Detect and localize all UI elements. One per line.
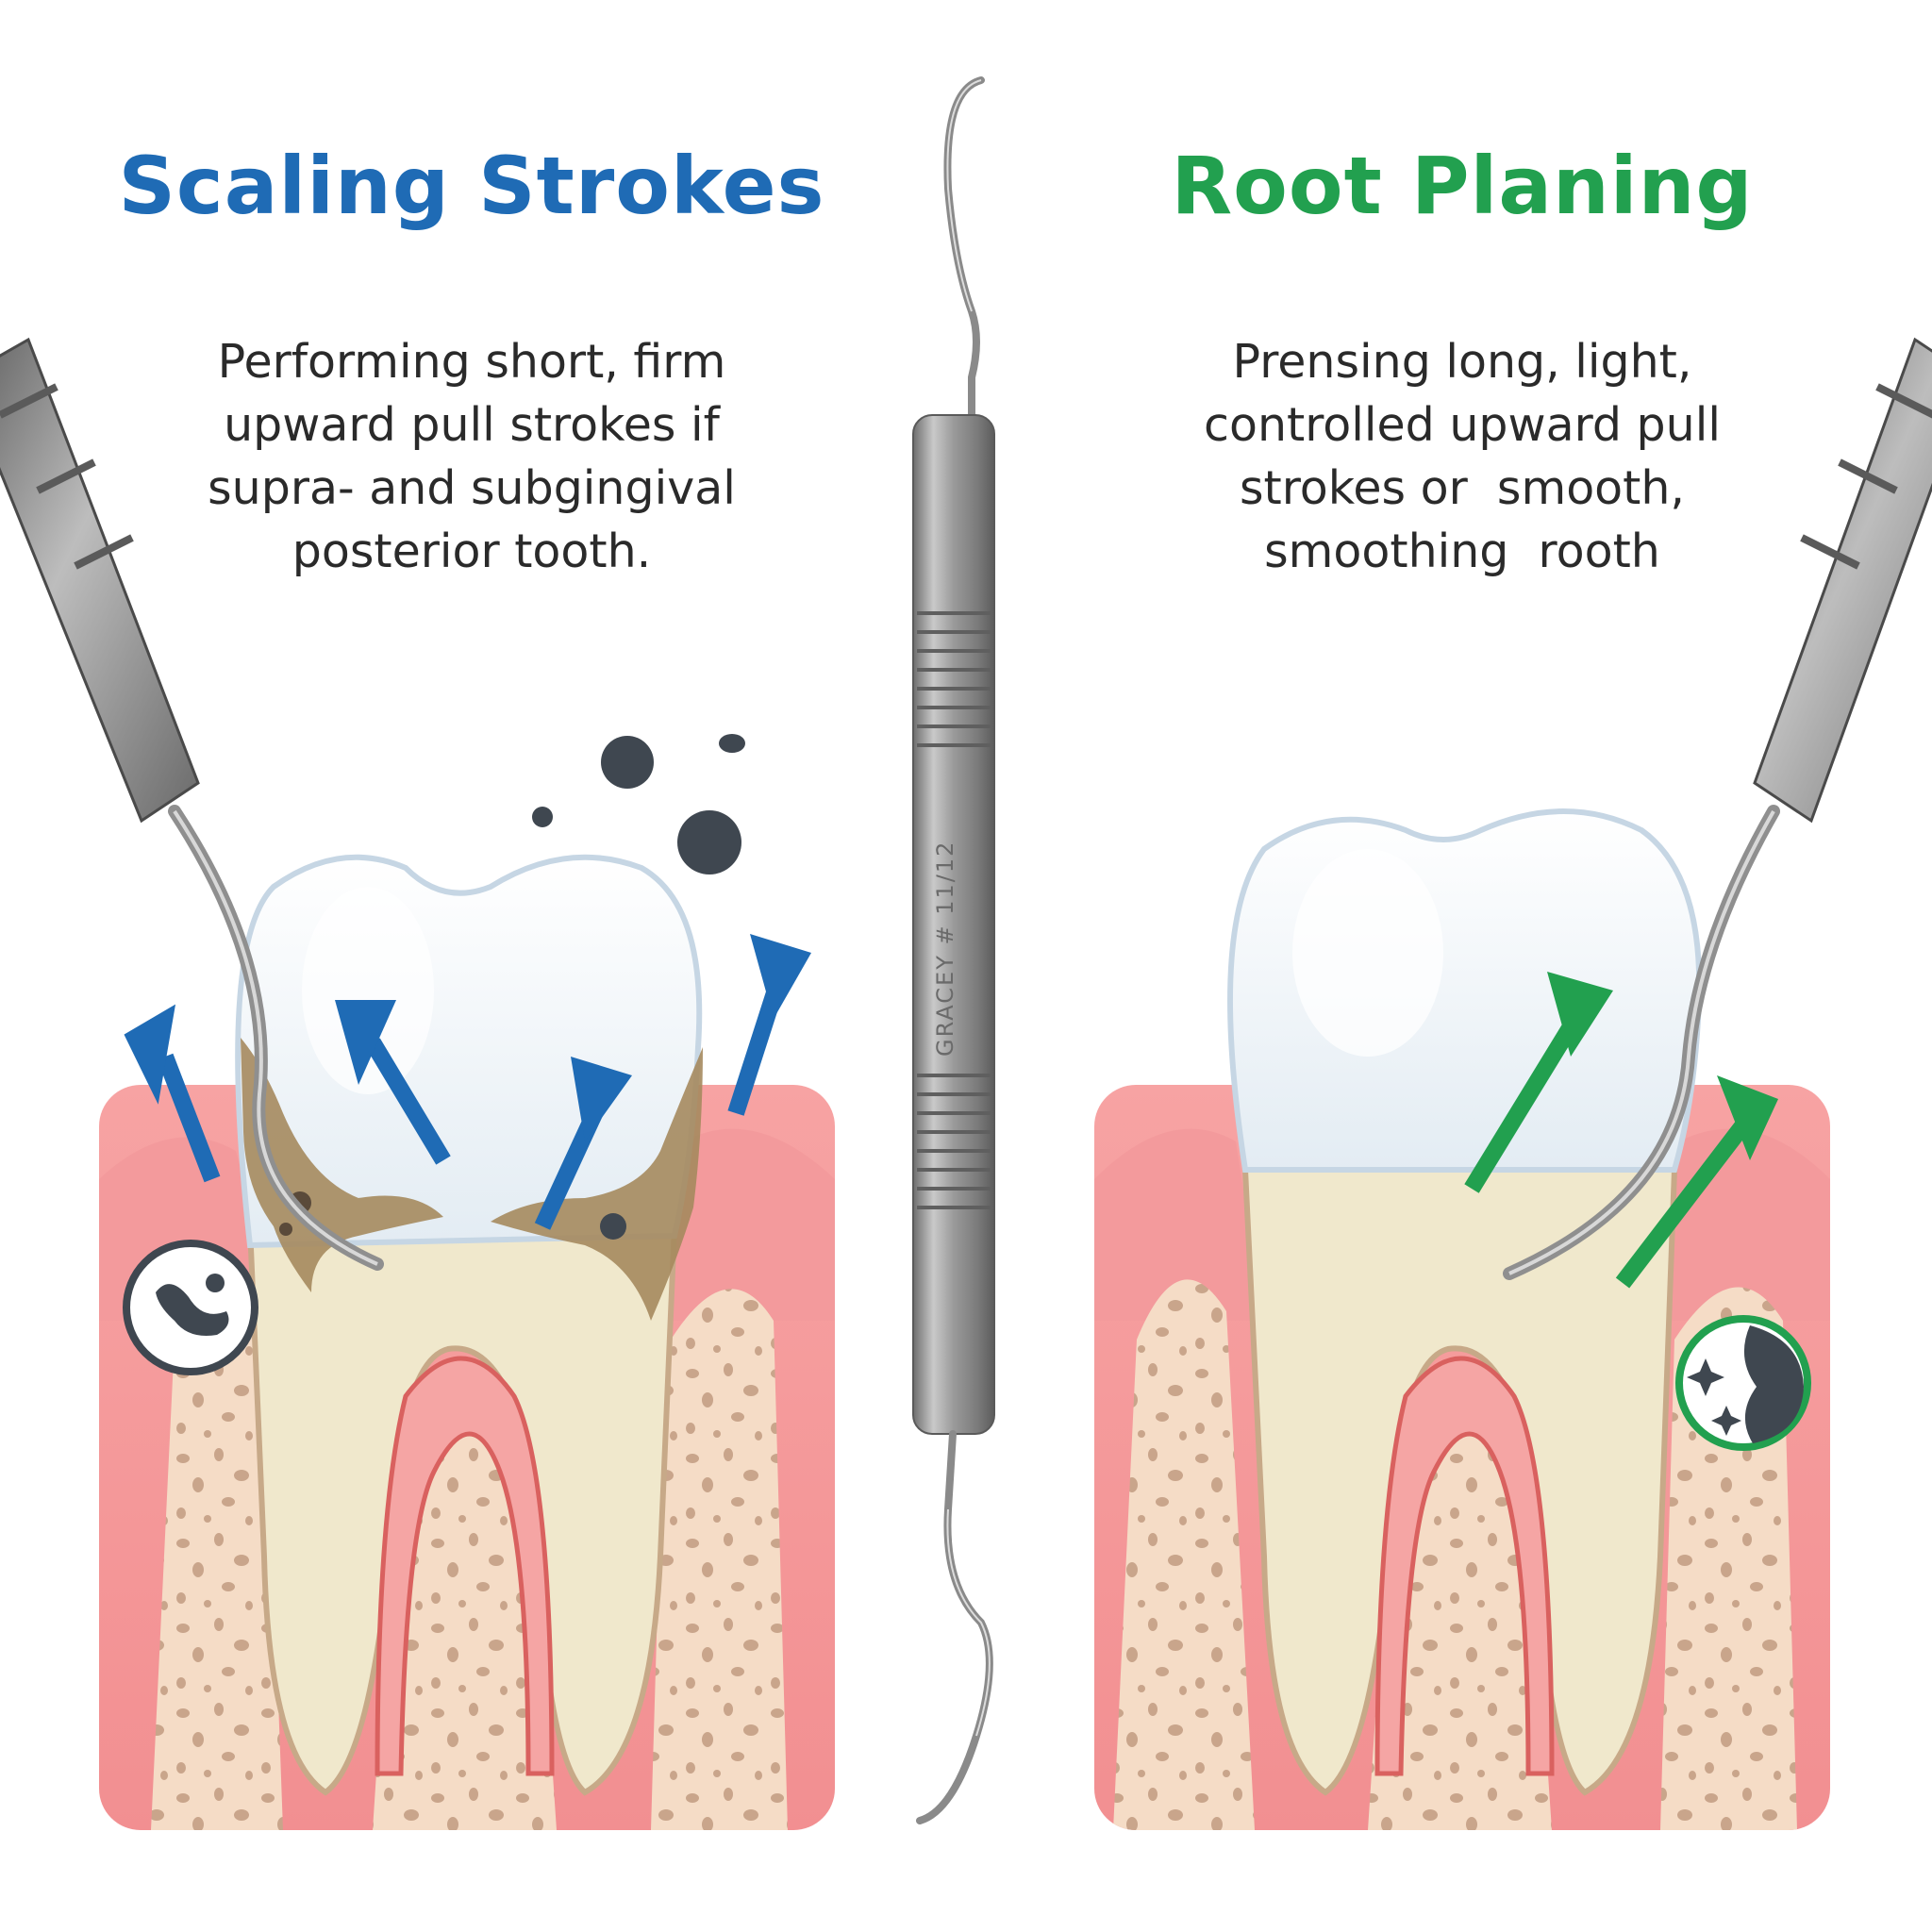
right-curette [1503,337,1932,1280]
arrow-up-icon [1464,972,1613,1193]
calculus-particle [279,1223,292,1236]
right-tooth-root [1241,1167,1678,1796]
right-crown-highlight [1292,849,1443,1057]
instrument-top-tip [943,76,985,419]
instrument-grip-rings-top [917,611,991,747]
right-tooth [1227,808,1703,1796]
right-panel [1094,337,1932,1830]
right-panel-description: Prensing long, light, controlled upward … [1085,330,1840,583]
left-curette-grip [0,383,134,570]
description-line: smoothing rooth [1264,525,1660,578]
left-panel-title: Scaling Strokes [118,140,825,232]
right-curette-handle [1753,337,1932,824]
description-line: supra- and subgingival [208,461,736,515]
description-line: controlled upward pull [1204,398,1721,452]
bacteria-icon [156,1284,229,1336]
left-panel [0,337,835,1830]
bacteria-icon [677,810,741,874]
bacteria-particle [600,1213,626,1240]
gracey-curette-instrument: GRACEY # 11/12 [912,76,995,1824]
arrow-up-icon [727,934,811,1116]
left-pulp-canal [375,1356,555,1776]
instrument-label: GRACEY # 11/12 [932,841,958,1057]
instrument-bottom-tip [916,1430,993,1824]
right-panel-title: Root Planing [1171,140,1754,232]
description-line: posterior tooth. [291,525,652,578]
left-panel-description: Performing short, firm upward pull strok… [90,330,854,583]
right-curette-grip [1800,383,1932,570]
arrow-up-icon [124,1004,221,1183]
bacteria-icon [601,736,654,789]
left-curette-handle [0,337,200,824]
bacteria-badge [123,1240,258,1375]
left-curette [0,337,384,1271]
description-line: Prensing long, light, [1232,335,1692,389]
debris-particle [719,734,745,753]
instrument-grip-rings-bottom [917,1074,991,1209]
description-line: upward pull strokes if [224,398,720,452]
smooth-badge [1675,1315,1811,1451]
left-crown-highlight [302,887,434,1094]
calculus-deposit-right [491,1047,703,1321]
left-tooth-root [246,1224,678,1796]
description-line: strokes or smooth, [1239,461,1685,515]
arrow-up-icon [1615,1075,1778,1289]
left-tooth [235,854,703,1796]
right-pulp-canal [1374,1356,1555,1776]
arrow-up-icon [335,1000,451,1165]
scaling-stroke-arrows [124,934,811,1230]
root-planing-arrows [1464,972,1778,1289]
debris-particle [532,807,553,827]
smooth-sparkle-icon [1743,1325,1804,1443]
description-line: Performing short, firm [217,335,726,389]
bacteria-cloud [532,734,745,874]
left-alveolar-bone [151,1279,788,1830]
right-alveolar-bone [1113,1279,1797,1830]
arrow-up-icon [534,1057,632,1230]
